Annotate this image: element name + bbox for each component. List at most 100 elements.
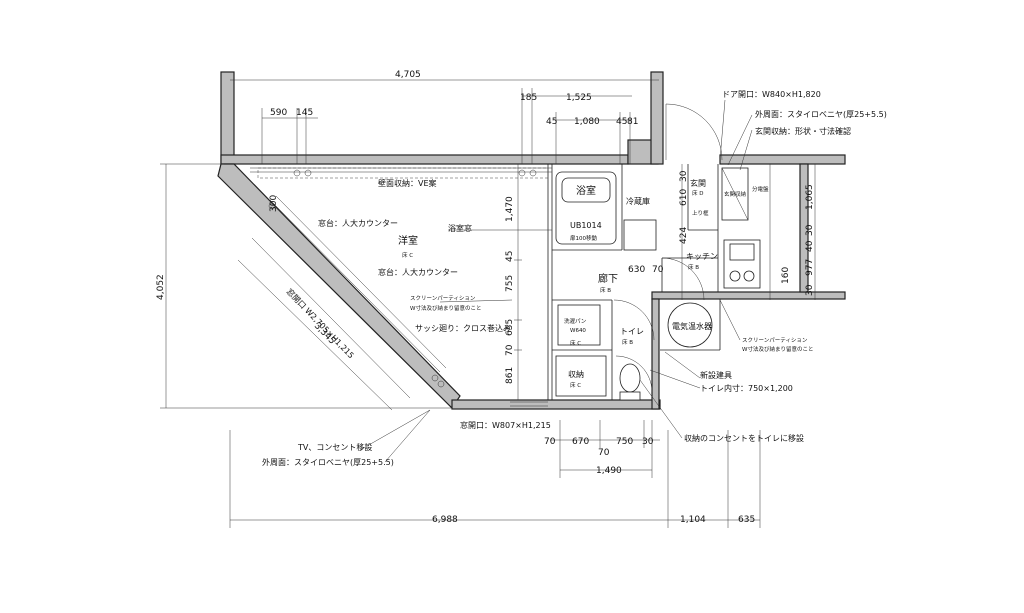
wall-bottom bbox=[451, 399, 661, 410]
tag-kitchen: 床 B bbox=[688, 263, 699, 271]
room-hallway: 廊下 bbox=[598, 272, 618, 285]
label-window-counter-1: 窓台：人大カウンター bbox=[318, 218, 398, 228]
tag-entrance: 床 D bbox=[692, 189, 703, 197]
washbasin bbox=[623, 219, 657, 251]
label-screen-partition-1b: W寸法及び納まり留意のこと bbox=[410, 304, 481, 312]
toilet-tank bbox=[619, 391, 641, 401]
tag-storage: 床 C bbox=[570, 381, 581, 389]
wall-right-upper bbox=[799, 163, 809, 293]
dimension-lines bbox=[160, 79, 816, 528]
dim-v-655: 655 bbox=[505, 319, 515, 336]
storage-box bbox=[555, 355, 607, 397]
dim-top-total: 4,705 bbox=[395, 70, 421, 80]
wall-right-column bbox=[650, 71, 664, 165]
label-water-heater: 電気温水器 bbox=[672, 321, 712, 331]
dim-left-total: 4,052 bbox=[156, 274, 166, 300]
label-entrance-storage: 玄関収納：形状・寸法確認 bbox=[755, 126, 851, 136]
wall-top-far-right bbox=[719, 154, 846, 165]
label-bath-window: 浴室窓 bbox=[448, 223, 472, 233]
wall-kitchen-bottom bbox=[651, 291, 846, 300]
label-ub-note: 扉100移動 bbox=[570, 234, 597, 242]
label-screen-partition-1: スクリーンパーティション bbox=[410, 295, 476, 302]
dim-top-45a: 45 bbox=[546, 117, 557, 127]
room-bath: 浴室 bbox=[576, 184, 596, 197]
kitchen-burner-1 bbox=[729, 270, 741, 282]
label-window-opening-bottom: 窓開口：W807×H1,215 bbox=[460, 420, 551, 430]
toilet-door-swing bbox=[615, 355, 653, 393]
water-heater bbox=[667, 302, 713, 348]
partitions bbox=[250, 164, 721, 407]
washer-pan bbox=[557, 304, 601, 346]
label-upper-frame: 上り框 bbox=[692, 209, 709, 217]
dim-bottom-1490: 1,490 bbox=[596, 466, 622, 476]
dim-top-145: 145 bbox=[296, 108, 313, 118]
tag-toilet: 床 B bbox=[622, 338, 633, 346]
dim-v-160: 160 bbox=[781, 267, 791, 284]
dim-top-45b: 45 bbox=[616, 117, 627, 127]
dim-top-1080: 1,080 bbox=[574, 117, 600, 127]
room-entrance: 玄関 bbox=[690, 178, 706, 188]
label-wall-storage: 壁面収納：VE案 bbox=[378, 178, 437, 188]
dim-v-45: 45 bbox=[505, 251, 515, 262]
fixtures bbox=[257, 103, 761, 401]
label-window-counter-2: 窓台：人大カウンター bbox=[378, 267, 458, 277]
room-toilet: トイレ bbox=[620, 327, 644, 336]
dim-bottom-635: 635 bbox=[738, 515, 755, 525]
tag-hallway: 床 B bbox=[600, 286, 611, 294]
dim-v-70: 70 bbox=[505, 344, 515, 356]
wall-diagonal bbox=[217, 163, 461, 409]
label-ac-unit: 分電盤 bbox=[752, 185, 769, 193]
hall-door-swing bbox=[613, 299, 655, 341]
label-tv-outlet: TV、コンセント移設 bbox=[297, 442, 372, 452]
dim-bottom-750: 750 bbox=[616, 437, 633, 447]
dim-v-40: 40 bbox=[805, 240, 815, 252]
dim-v-30b: 30 bbox=[805, 224, 815, 236]
dim-v-424: 424 bbox=[679, 227, 689, 244]
label-new-fixture: 新設建具 bbox=[700, 370, 732, 380]
label-toilet-inner: トイレ内寸：750×1,200 bbox=[700, 383, 793, 393]
label-exterior-wall-bottom: 外周面：スタイロベニヤ(厚25+5.5) bbox=[262, 457, 394, 467]
room-kitchen: キッチン bbox=[686, 252, 718, 261]
room-entrance-storage: 玄関収納 bbox=[724, 190, 747, 198]
dim-top-185: 185 bbox=[520, 93, 537, 103]
label-washer-w: W640 bbox=[570, 328, 586, 334]
label-door-opening: ドア開口：W840×H1,820 bbox=[722, 90, 821, 99]
dim-v-1065: 1,065 bbox=[805, 184, 815, 210]
dim-bottom-1104: 1,104 bbox=[680, 515, 706, 525]
dim-top-1525: 1,525 bbox=[566, 93, 592, 103]
toilet-bowl bbox=[619, 363, 641, 393]
dim-top-590: 590 bbox=[270, 108, 287, 118]
wall-top bbox=[220, 154, 629, 165]
label-screen-partition-2: スクリーンパーティション bbox=[742, 337, 808, 344]
dim-v-70b: 70 bbox=[652, 265, 664, 275]
dim-bottom-total: 6,988 bbox=[432, 515, 458, 525]
dim-v-30a: 30 bbox=[679, 170, 689, 182]
room-fridge: 冷蔵庫 bbox=[626, 196, 650, 206]
label-storage-outlet: 収納のコンセントをトイレに移設 bbox=[684, 433, 804, 443]
tag-western: 床 C bbox=[402, 251, 413, 259]
dim-v-861: 861 bbox=[505, 367, 515, 384]
dim-v-1470: 1,470 bbox=[505, 196, 515, 222]
annotation-labels: ドア開口：W840×H1,820 外周面：スタイロベニヤ(厚25+5.5) 玄関… bbox=[262, 90, 887, 467]
dim-bottom-30: 30 bbox=[642, 437, 654, 447]
dim-v-610: 610 bbox=[679, 189, 689, 206]
wall-toilet-right bbox=[651, 298, 660, 410]
room-names: 洋室 床 C 浴室 冷蔵庫 玄関 床 D 玄関収納 キッチン 床 B 廊下 床 … bbox=[398, 178, 747, 389]
wall-left-column bbox=[220, 71, 235, 165]
entrance-door-swing bbox=[665, 103, 723, 161]
label-sash-cloth: サッシ廻り：クロス巻込み bbox=[415, 323, 511, 333]
dim-top-81: 81 bbox=[627, 117, 638, 127]
dim-v-630: 630 bbox=[628, 265, 645, 275]
room-western: 洋室 bbox=[398, 234, 418, 247]
tag-washer: 床 C bbox=[570, 339, 581, 347]
label-exterior-wall-top: 外周面：スタイロベニヤ(厚25+5.5) bbox=[755, 109, 887, 119]
dim-v-755: 755 bbox=[505, 275, 515, 292]
kitchen-door-swing bbox=[661, 257, 705, 301]
dim-bottom-70a: 70 bbox=[544, 437, 556, 447]
kitchen-burner-2 bbox=[743, 270, 755, 282]
dim-v-977: 977 bbox=[805, 259, 815, 276]
label-screen-partition-2b: W寸法及び納まり留意のこと bbox=[742, 345, 813, 353]
dim-bottom-670: 670 bbox=[572, 437, 589, 447]
sink-basin bbox=[729, 243, 755, 261]
